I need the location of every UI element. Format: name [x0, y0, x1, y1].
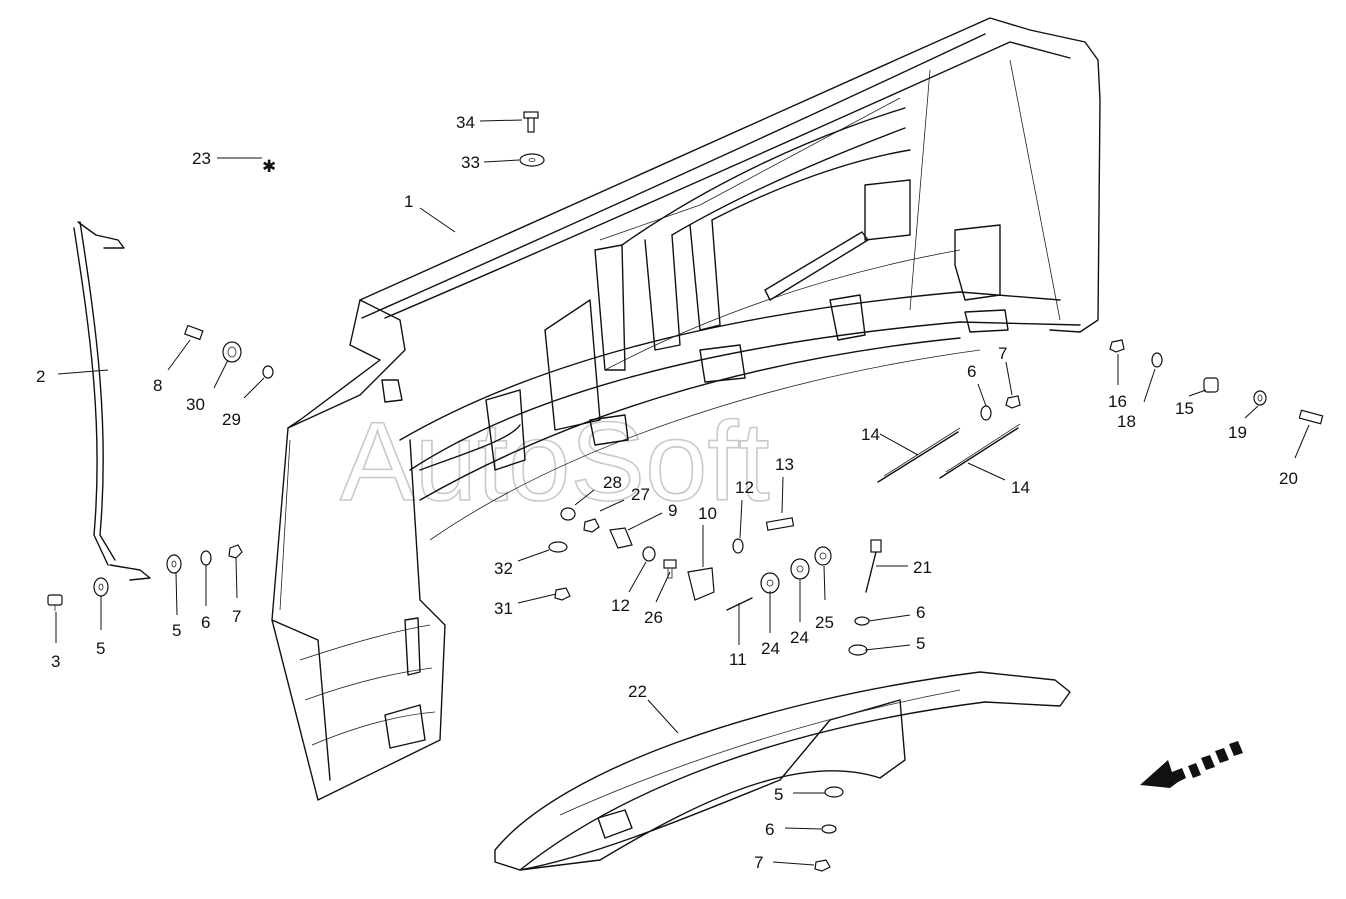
callout-15: 15 — [1175, 399, 1194, 418]
bolt-20 — [1298, 409, 1324, 425]
callout-6-strut: 6 — [967, 362, 976, 381]
callout-16: 16 — [1108, 392, 1127, 411]
washer-24-b — [790, 558, 810, 580]
washer-28 — [560, 507, 576, 521]
bolt-13 — [765, 517, 795, 531]
bushing-30 — [222, 341, 242, 363]
bracket-10 — [687, 567, 715, 601]
nut-16 — [1109, 339, 1125, 353]
callout-18: 18 — [1117, 412, 1136, 431]
callout-21: 21 — [913, 558, 932, 577]
bolt-21 — [865, 539, 882, 593]
callout-9: 9 — [668, 501, 677, 520]
nut-7-bottom — [814, 859, 831, 872]
callout-6-bottom: 6 — [765, 820, 774, 839]
strut-14-a — [877, 427, 961, 483]
callout-5-left: 5 — [96, 639, 105, 658]
bushing-15 — [1203, 377, 1219, 393]
strut-14-b — [939, 423, 1021, 479]
clip-9 — [609, 527, 633, 549]
part-2-rod — [73, 221, 151, 581]
callout-26: 26 — [644, 608, 663, 627]
washer-6-bottom — [821, 824, 837, 834]
callout-5-mid: 5 — [172, 621, 181, 640]
washer-5-right — [848, 644, 868, 656]
callout-24-a: 24 — [761, 639, 780, 658]
washer-19 — [1253, 390, 1267, 406]
washer-24-a — [760, 572, 780, 594]
callout-3: 3 — [51, 652, 60, 671]
nut-31 — [554, 587, 571, 601]
callout-7-bottom: 7 — [754, 853, 763, 872]
washer-6-strut — [980, 405, 992, 421]
washer-5-bottom — [824, 786, 844, 798]
washer-6-left — [200, 550, 212, 566]
callout-10: 10 — [698, 504, 717, 523]
asterisk-icon: ✱ — [262, 157, 276, 176]
part-22-lower-trim — [494, 671, 1071, 871]
callout-29: 29 — [222, 410, 241, 429]
callout-5-right: 5 — [916, 634, 925, 653]
callout-31: 31 — [494, 599, 513, 618]
bolt-34 — [523, 111, 539, 133]
part-1-hood-panel — [271, 17, 1101, 801]
washer-5-left — [93, 577, 109, 597]
direction-arrow-icon — [1140, 741, 1243, 788]
callout-19: 19 — [1228, 423, 1247, 442]
callout-14-b: 14 — [1011, 478, 1030, 497]
callout-25: 25 — [815, 613, 834, 632]
callout-1: 1 — [404, 192, 413, 211]
nut-27 — [583, 518, 600, 533]
callout-34: 34 — [456, 113, 475, 132]
callout-13: 13 — [775, 455, 794, 474]
ring-29 — [262, 365, 274, 379]
callout-28: 28 — [603, 473, 622, 492]
callout-6-right: 6 — [916, 603, 925, 622]
callout-2: 2 — [36, 367, 45, 386]
callout-12-left: 12 — [611, 596, 630, 615]
callout-27: 27 — [631, 485, 650, 504]
nut-7-strut — [1005, 395, 1021, 409]
callout-20: 20 — [1279, 469, 1298, 488]
fastener-3 — [47, 594, 63, 611]
washer-32 — [548, 541, 568, 553]
washer-12-left — [642, 546, 656, 562]
callout-32: 32 — [494, 559, 513, 578]
callout-5-bottom: 5 — [774, 785, 783, 804]
callout-24-b: 24 — [790, 628, 809, 647]
callout-7-left: 7 — [232, 607, 241, 626]
callout-30: 30 — [186, 395, 205, 414]
callout-11: 11 — [729, 650, 747, 669]
callouts: 1 2 3 5 5 5 5 6 6 6 6 7 7 7 8 9 10 — [36, 113, 1310, 872]
bolt-8 — [184, 324, 204, 341]
callout-6-left: 6 — [201, 613, 210, 632]
callout-7-strut: 7 — [998, 344, 1007, 363]
washer-18 — [1151, 352, 1163, 368]
bolt-26 — [663, 559, 677, 579]
callout-33: 33 — [461, 153, 480, 172]
washer-5-mid — [166, 554, 182, 574]
nut-7-left — [228, 544, 243, 559]
callout-22: 22 — [628, 682, 647, 701]
callout-14-a: 14 — [861, 425, 880, 444]
washer-12-right — [732, 538, 744, 554]
nut-25 — [814, 546, 832, 566]
callout-23: 23 — [192, 149, 211, 168]
callout-8: 8 — [153, 376, 162, 395]
callout-12-right: 12 — [735, 478, 754, 497]
washer-33 — [519, 153, 545, 167]
washer-6-right — [854, 616, 870, 626]
